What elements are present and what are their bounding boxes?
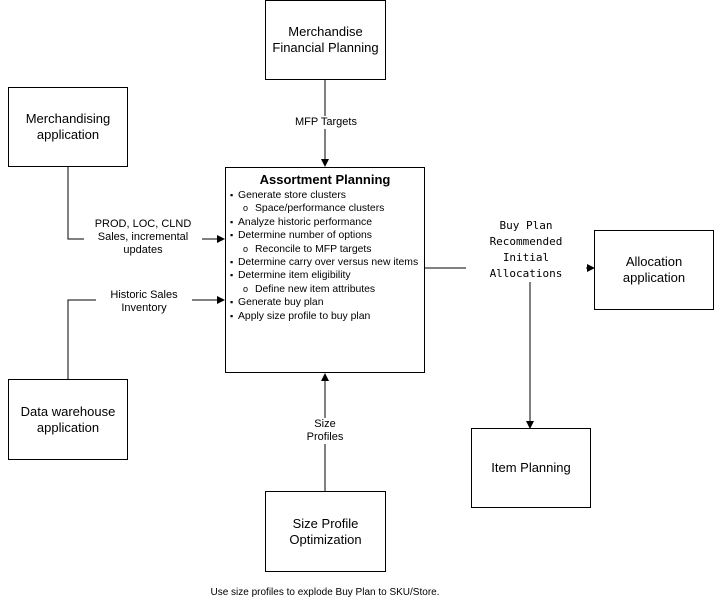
assortment-step: Apply size profile to buy plan <box>226 310 424 324</box>
item-planning-label: Item Planning <box>491 460 571 475</box>
label-mfp-targets: MFP Targets <box>286 116 366 129</box>
assortment-planning-steps: Generate store clustersSpace/performance… <box>226 189 424 323</box>
merchandising-application-box: Merchandising application <box>8 87 128 167</box>
assortment-substep: Define new item attributes <box>226 283 424 297</box>
mfp-box-label: Merchandise Financial Planning <box>272 24 379 55</box>
size-profile-optimization-label: Size Profile Optimization <box>289 515 362 547</box>
label-size-profiles: Size Profiles <box>303 418 347 444</box>
assortment-step: Generate buy plan <box>226 296 424 310</box>
assortment-substep: Reconcile to MFP targets <box>226 243 424 257</box>
assortment-step: Determine item eligibility <box>226 269 424 283</box>
label-merch-flow: PROD, LOC, CLND Sales, incremental updat… <box>84 218 202 257</box>
allocation-application-label: Allocation application <box>622 254 686 285</box>
label-historic-sales: Historic Sales Inventory <box>96 289 192 315</box>
allocation-application-box: Allocation application <box>594 230 714 310</box>
assortment-step: Determine carry over versus new items <box>226 256 424 270</box>
size-profile-optimization-box: Size Profile Optimization <box>265 491 386 572</box>
assortment-step: Determine number of options <box>226 229 424 243</box>
mfp-box: Merchandise Financial Planning <box>265 0 386 80</box>
item-planning-box: Item Planning <box>471 428 591 508</box>
data-warehouse-box: Data warehouse application <box>8 379 128 460</box>
data-warehouse-label: Data warehouse application <box>20 403 116 435</box>
assortment-step: Analyze historic performance <box>226 216 424 230</box>
label-buy-plan: Buy Plan Recommended Initial Allocations <box>466 218 586 282</box>
footnote: Use size profiles to explode Buy Plan to… <box>210 587 440 598</box>
assortment-planning-title: Assortment Planning <box>259 172 391 187</box>
assortment-step: Generate store clusters <box>226 189 424 203</box>
assortment-planning-box: Assortment Planning Generate store clust… <box>225 167 425 373</box>
merchandising-application-label: Merchandising application <box>25 111 111 142</box>
assortment-substep: Space/performance clusters <box>226 202 424 216</box>
